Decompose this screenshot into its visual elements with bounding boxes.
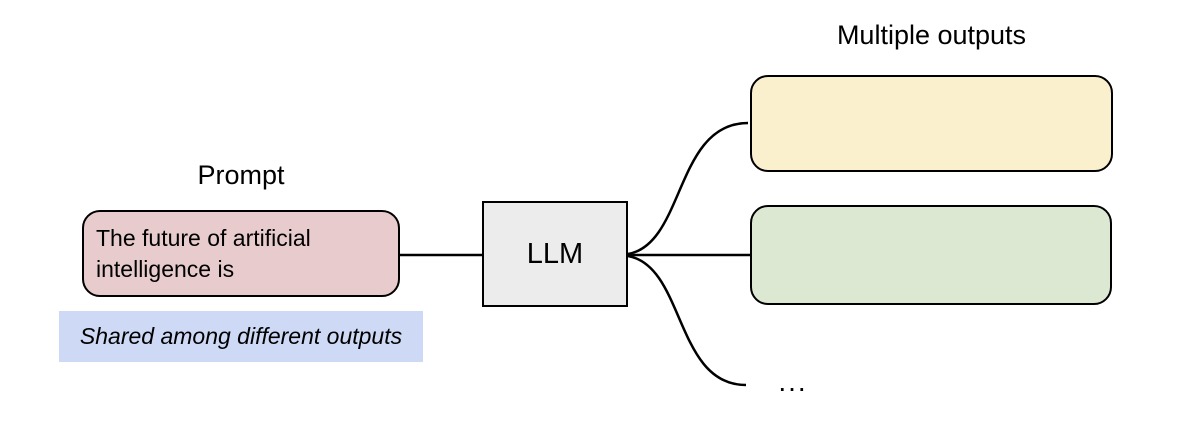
more-outputs-ellipsis: ...	[778, 366, 808, 397]
llm-box-label: LLM	[526, 237, 584, 270]
output-box-1	[750, 75, 1113, 172]
prompt-section-title: Prompt	[197, 160, 285, 190]
llm-box: LLM	[482, 201, 628, 307]
outputs-section-title: Multiple outputs	[836, 20, 1027, 50]
output-box-2	[750, 205, 1112, 305]
prompt-box-text: The future of artificial intelligence is	[96, 224, 311, 282]
shared-note-highlight: Shared among different outputs	[59, 311, 423, 362]
shared-note-text: Shared among different outputs	[79, 323, 403, 349]
connector-llm-to-more-outputs	[627, 254, 747, 387]
prompt-box: The future of artificial intelligence is	[82, 210, 400, 297]
connector-llm-to-output-1	[627, 121, 749, 256]
